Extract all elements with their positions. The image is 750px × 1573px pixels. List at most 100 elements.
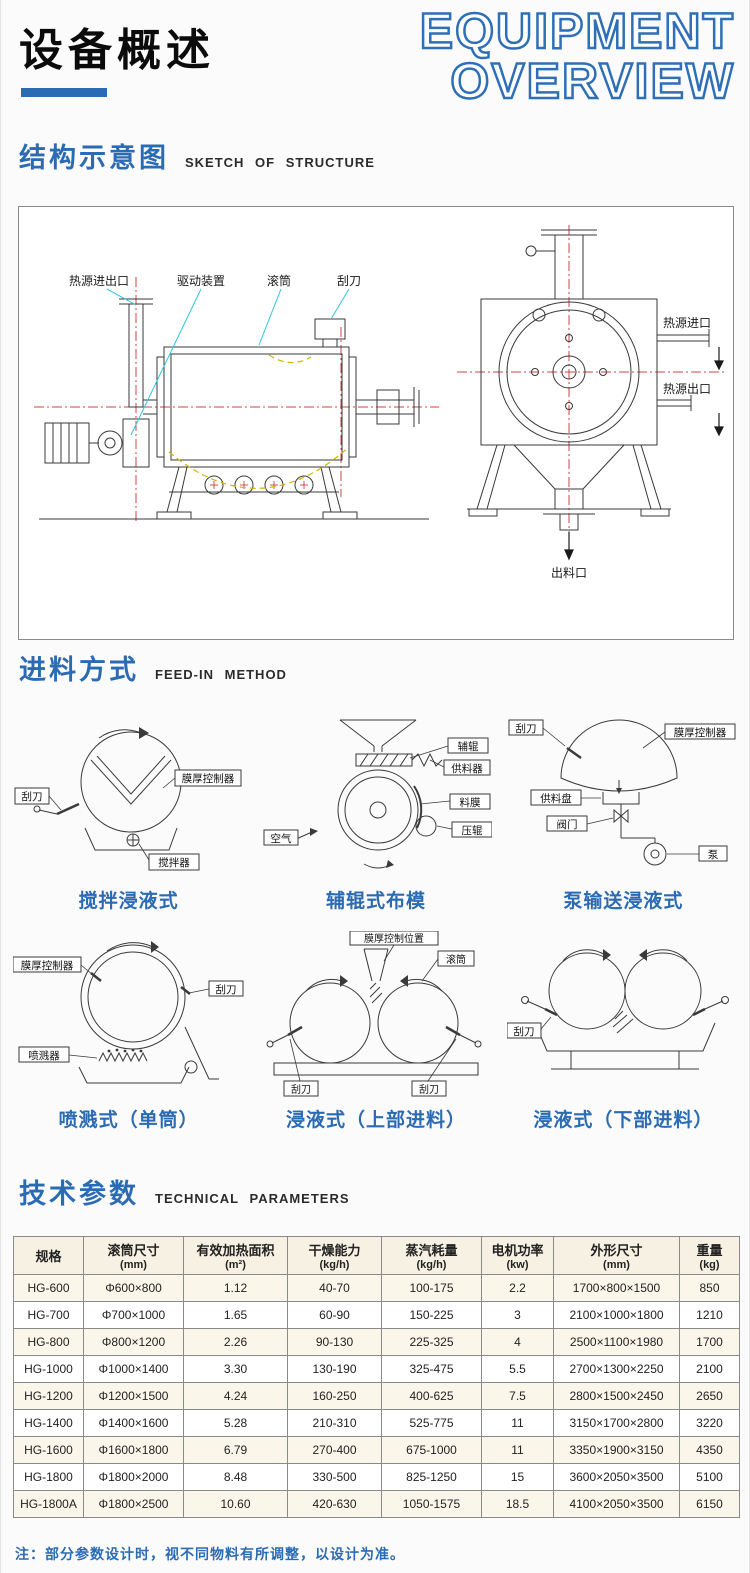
table-cell: Φ1800×2500	[83, 1490, 184, 1518]
table-cell: Φ800×1200	[83, 1328, 184, 1356]
col-header-steam-consumption: 蒸汽耗量(kg/h)	[381, 1236, 482, 1275]
table-cell: 2650	[679, 1382, 740, 1410]
table-cell: 6.79	[183, 1436, 288, 1464]
table-cell: 225-325	[381, 1328, 482, 1356]
diagram-label: 刮刀	[514, 1025, 535, 1038]
diagram-label: 膜厚控制位置	[364, 932, 424, 945]
table-cell: 160-250	[287, 1382, 382, 1410]
end-view-labels: 热源进口 热源出口 出料口	[551, 316, 711, 580]
feed-methods-grid: 刮刀 膜厚控制器 搅拌器 搅拌浸液式	[5, 712, 747, 1132]
table-cell: HG-1800A	[13, 1490, 84, 1518]
table-cell: 90-130	[287, 1328, 382, 1356]
table-cell: 11	[481, 1409, 554, 1437]
diagram-label: 膜厚控制器	[20, 959, 73, 972]
feed-method-figure-2: 辅辊 供料器 料膜 压辊 空气 辅辊式布模	[252, 712, 499, 913]
end-view-centerlines	[457, 225, 727, 537]
table-cell: 100-175	[381, 1274, 482, 1302]
table-cell: 1210	[679, 1301, 740, 1329]
table-cell: 1050-1575	[381, 1490, 482, 1518]
table-cell: HG-1000	[13, 1355, 84, 1383]
table-cell: 60-90	[287, 1301, 382, 1329]
table-cell: 40-70	[287, 1274, 382, 1302]
table-cell: HG-700	[13, 1301, 84, 1329]
diagram-label: 辅辊	[457, 740, 478, 753]
table-cell: HG-1600	[13, 1436, 84, 1464]
section-heading-params: 技术参数 TECHNICAL PARAMETERS	[19, 1172, 350, 1211]
table-cell: 2.2	[481, 1274, 554, 1302]
structure-label: 出料口	[551, 566, 587, 580]
section-title-en: SKETCH OF STRUCTURE	[185, 155, 375, 170]
footnote: 注：部分参数设计时，视不同物料有所调整，以设计为准。	[15, 1546, 405, 1562]
diagram-label: 供料器	[451, 762, 483, 775]
section-title-cn: 结构示意图	[19, 143, 169, 173]
table-cell: HG-800	[13, 1328, 84, 1356]
table-cell: 270-400	[287, 1436, 382, 1464]
table-cell: HG-1800	[13, 1463, 84, 1491]
table-cell: 18.5	[481, 1490, 554, 1518]
table-cell: 3220	[679, 1409, 740, 1437]
table-cell: 2100×1000×1800	[553, 1301, 680, 1329]
diagram-label: 膜厚控制器	[181, 772, 234, 785]
feed-fig-1-diagram: 刮刀 膜厚控制器 搅拌器	[14, 727, 242, 871]
feed-method-figure-4: 膜厚控制器 刮刀 喷溅器 喷溅式（单筒）	[5, 931, 252, 1132]
table-cell: 130-190	[287, 1355, 382, 1383]
feed-method-caption: 辅辊式布模	[325, 891, 426, 912]
feed-method-figure-5: 膜厚控制位置 滚筒 刮刀 刮刀 浸液式（上部进料）	[252, 931, 499, 1132]
table-cell: 325-475	[381, 1355, 482, 1383]
table-cell: 1700	[679, 1328, 740, 1356]
structure-label: 刮刀	[337, 274, 361, 288]
table-cell: Φ600×800	[83, 1274, 184, 1302]
table-cell: 210-310	[287, 1409, 382, 1437]
table-cell: 1.65	[183, 1301, 288, 1329]
feed-fig-5-diagram: 膜厚控制位置 滚筒 刮刀 刮刀	[266, 931, 482, 1097]
table-cell: 3150×1700×2800	[553, 1409, 680, 1437]
col-header-overall-dimensions: 外形尺寸(mm)	[553, 1236, 680, 1275]
diagram-label: 喷溅器	[28, 1049, 60, 1062]
structure-label: 热源进口	[663, 316, 711, 330]
diagram-label: 刮刀	[215, 983, 236, 996]
table-cell: HG-1400	[13, 1409, 84, 1437]
table-cell: 10.60	[183, 1490, 288, 1518]
section-title-en: FEED-IN METHOD	[155, 667, 287, 682]
table-cell: Φ1600×1800	[83, 1436, 184, 1464]
feed-method-caption: 浸液式（上部进料）	[285, 1110, 466, 1131]
table-cell: HG-1200	[13, 1382, 84, 1410]
table-cell: 2100	[679, 1355, 740, 1383]
table-cell: 2500×1100×1980	[553, 1328, 680, 1356]
table-cell: Φ1200×1500	[83, 1382, 184, 1410]
table-cell: 420-630	[287, 1490, 382, 1518]
table-cell: 5.28	[183, 1409, 288, 1437]
col-header-spec: 规格	[13, 1236, 84, 1275]
table-cell: 5100	[679, 1463, 740, 1491]
table-cell: 2.26	[183, 1328, 288, 1356]
table-cell: 4	[481, 1328, 554, 1356]
page-title: 设备概述	[19, 26, 215, 75]
structure-diagram: 热源进出口 驱动装置 滚筒 刮刀	[34, 225, 727, 580]
diagram-label: 料膜	[459, 796, 480, 809]
col-header-motor-power: 电机功率(kw)	[481, 1236, 554, 1275]
diagram-label: 阀门	[557, 818, 578, 831]
table-cell: 11	[481, 1436, 554, 1464]
diagram-label: 膜厚控制器	[674, 726, 727, 739]
yellow-guide-curves	[168, 354, 350, 489]
feed-fig-6-diagram: 刮刀	[507, 949, 730, 1070]
table-cell: 3350×1900×3150	[553, 1436, 680, 1464]
title-underline-bar	[21, 88, 107, 97]
col-header-weight: 重量(kg)	[679, 1236, 740, 1275]
structure-label: 热源进出口	[69, 274, 129, 288]
side-view-drawing	[39, 298, 429, 520]
section-title-cn: 技术参数	[19, 1179, 139, 1209]
table-cell: HG-600	[13, 1274, 84, 1302]
table-cell: 5.5	[481, 1355, 554, 1383]
table-cell: Φ1000×1400	[83, 1355, 184, 1383]
roller-cross-marks	[210, 481, 308, 489]
centerlines	[34, 277, 439, 522]
technical-parameters-table: 规格 滚筒尺寸(mm) 有效加热面积(m²) 干燥能力(kg/h) 蒸汽耗量(k…	[13, 1236, 740, 1518]
diagram-label: 滚筒	[446, 953, 466, 966]
